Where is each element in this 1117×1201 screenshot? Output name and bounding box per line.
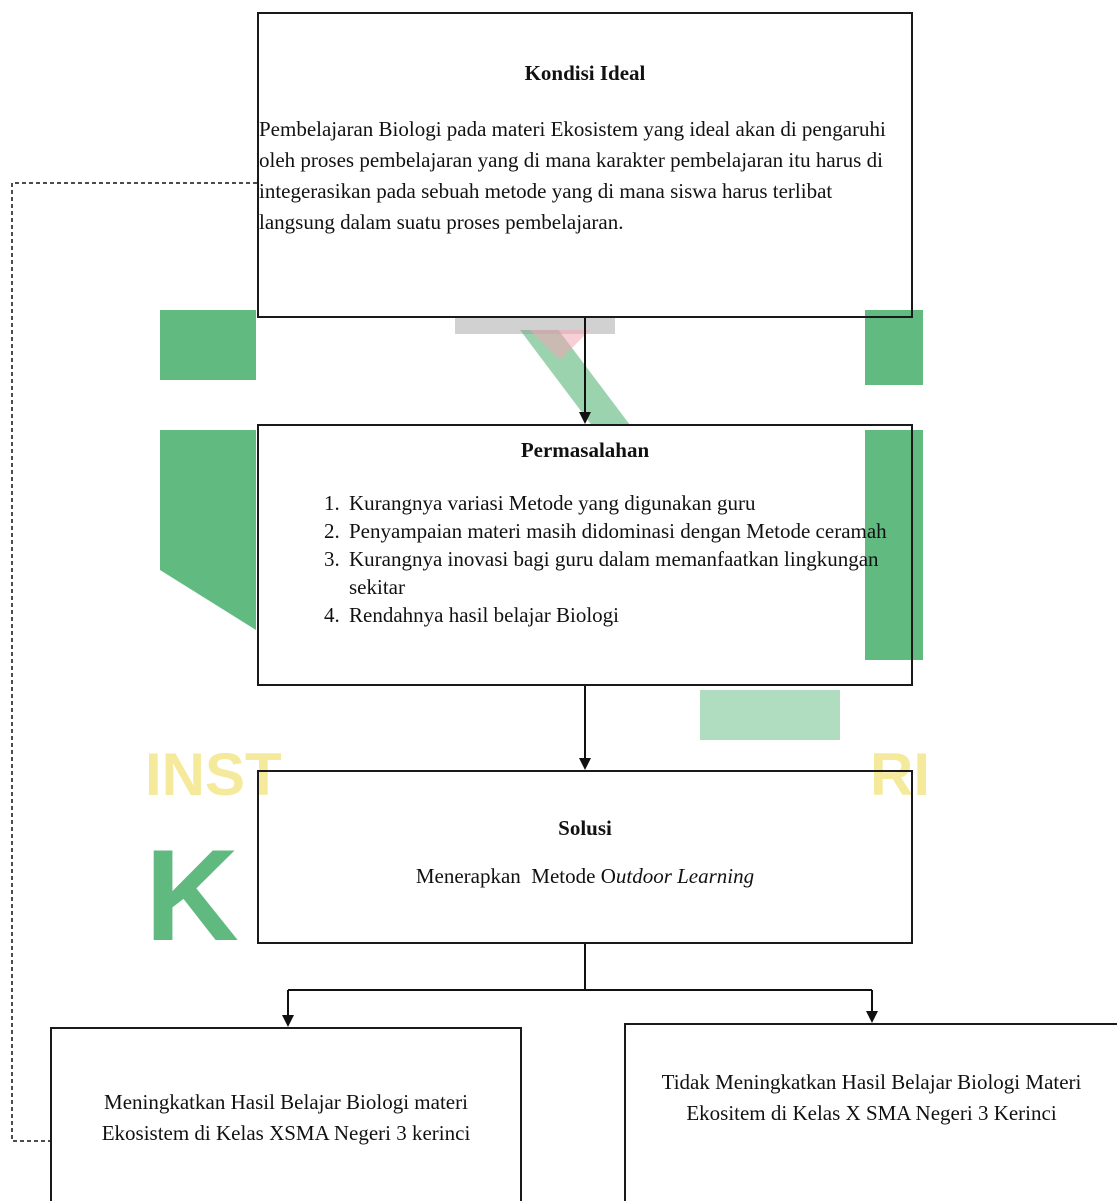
watermark-text-right: RI: [870, 741, 930, 808]
watermark-shape-left-top: [160, 310, 256, 380]
ideal-condition-box: Kondisi Ideal Pembelajaran Biologi pada …: [257, 12, 913, 318]
solution-title: Solusi: [558, 816, 612, 840]
problem-box: Permasalahan Kurangnya variasi Metode ya…: [257, 424, 913, 686]
solution-text: Menerapkan Metode Outdoor Learning: [259, 861, 911, 892]
problem-title: Permasalahan: [520, 438, 650, 462]
problem-list: Kurangnya variasi Metode yang digunakan …: [259, 489, 911, 629]
solution-text-italic: utdoor Learning: [615, 864, 755, 888]
problem-item: Kurangnya variasi Metode yang digunakan …: [345, 489, 901, 517]
solution-text-prefix: Menerapkan Metode O: [415, 864, 616, 888]
watermark-shape-right-bar: [865, 430, 923, 660]
outcome-right-box: Tidak Meningkatkan Hasil Belajar Biologi…: [624, 1023, 1117, 1201]
watermark-shape-right-top: [865, 310, 923, 385]
outcome-right-text: Tidak Meningkatkan Hasil Belajar Biologi…: [661, 1070, 1082, 1125]
problem-item: Penyampaian materi masih didominasi deng…: [345, 517, 901, 545]
problem-item: Kurangnya inovasi bagi guru dalam memanf…: [345, 545, 901, 601]
problem-item: Rendahnya hasil belajar Biologi: [345, 601, 901, 629]
outcome-left-box: Meningkatkan Hasil Belajar Biologi mater…: [50, 1027, 522, 1201]
watermark-shape-bottom-right: [700, 690, 840, 740]
ideal-condition-text: Pembelajaran Biologi pada materi Ekosist…: [259, 117, 886, 234]
solution-box: Solusi Menerapkan Metode Outdoor Learnin…: [257, 770, 913, 944]
watermark-text-k: K: [145, 822, 239, 968]
dashed-feedback-line: [11, 182, 257, 1142]
ideal-condition-title: Kondisi Ideal: [524, 61, 646, 85]
outcome-left-text: Meningkatkan Hasil Belajar Biologi mater…: [101, 1090, 471, 1145]
